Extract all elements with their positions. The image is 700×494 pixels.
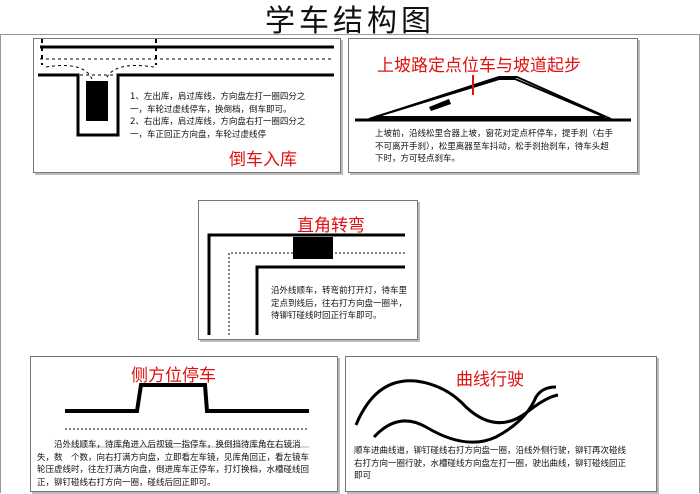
slope-diagram [355,75,631,122]
panel-text: 上坡前，沿线松里合器上坡，窗花对定点杆停车，提手刹（右手不可离开手刹），松里离器… [375,129,614,164]
panel-heading: 倒车入库 [229,150,297,170]
panel-heading: 直角转弯 [297,216,365,236]
panel-text: 沿外线顺车，待库角进入后视镜一指停车，换倒挡待库角在右镜消失，数 个数，向右打满… [37,440,310,488]
panel-slope-start: 上坡路定点位车与坡道起步 上坡前，沿线松里合器上坡，窗花对定点杆停车，提手刹（右… [348,38,638,173]
right-angle-diagram [207,233,405,335]
panel-text: 沿外线顺车，转弯前打开灯，待车里定点到线后，往右打方向盘一圈半，待铆钉碰线时回正… [271,286,408,321]
panel-text: 顺车进曲线道，铆钉碰线右打方向盘一圈，沿线外侧行驶，铆钉再次碰线右打方向一圈行驶… [354,446,627,481]
panel-heading: 上坡路定点位车与坡道起步 [377,56,581,76]
reverse-parking-diagram [38,39,334,137]
side-parking-diagram [65,383,309,448]
panel-curve-driving: 曲线行驶 顺车进曲线道，铆钉碰线右打方向盘一圈，沿线外侧行驶，铆钉再次碰线右打方… [345,356,657,492]
panel-reverse-parking: 1、左出库，肩过库线，方向盘左打一圈四分之一，车轮过虚线停车，换倒档，倒车即可。… [33,38,341,173]
page-title: 学车结构图 [265,4,435,39]
panel-heading: 侧方位停车 [131,366,216,386]
panel-text-2: 2、右出库，肩过库线，方向盘右打一圈四分之一，车正回正方向盘，车轮过虚线停 [130,117,306,140]
panel-right-angle-turn: 直角转弯 沿外线顺车，转弯前打开灯，待车里定点到线后，往右打方向盘一圈半，待铆钉… [198,200,418,340]
curve-diagram [354,379,559,444]
panel-text: 1、左出库，肩过库线，方向盘左打一圈四分之一，车轮过虚线停车，换倒档，倒车即可。 [130,92,306,115]
panel-side-parking: 侧方位停车 沿外线顺车，待库角进入后视镜一指停车，换倒挡待库角在右镜消失，数 个… [30,356,338,492]
panel-heading: 曲线行驶 [456,370,524,390]
